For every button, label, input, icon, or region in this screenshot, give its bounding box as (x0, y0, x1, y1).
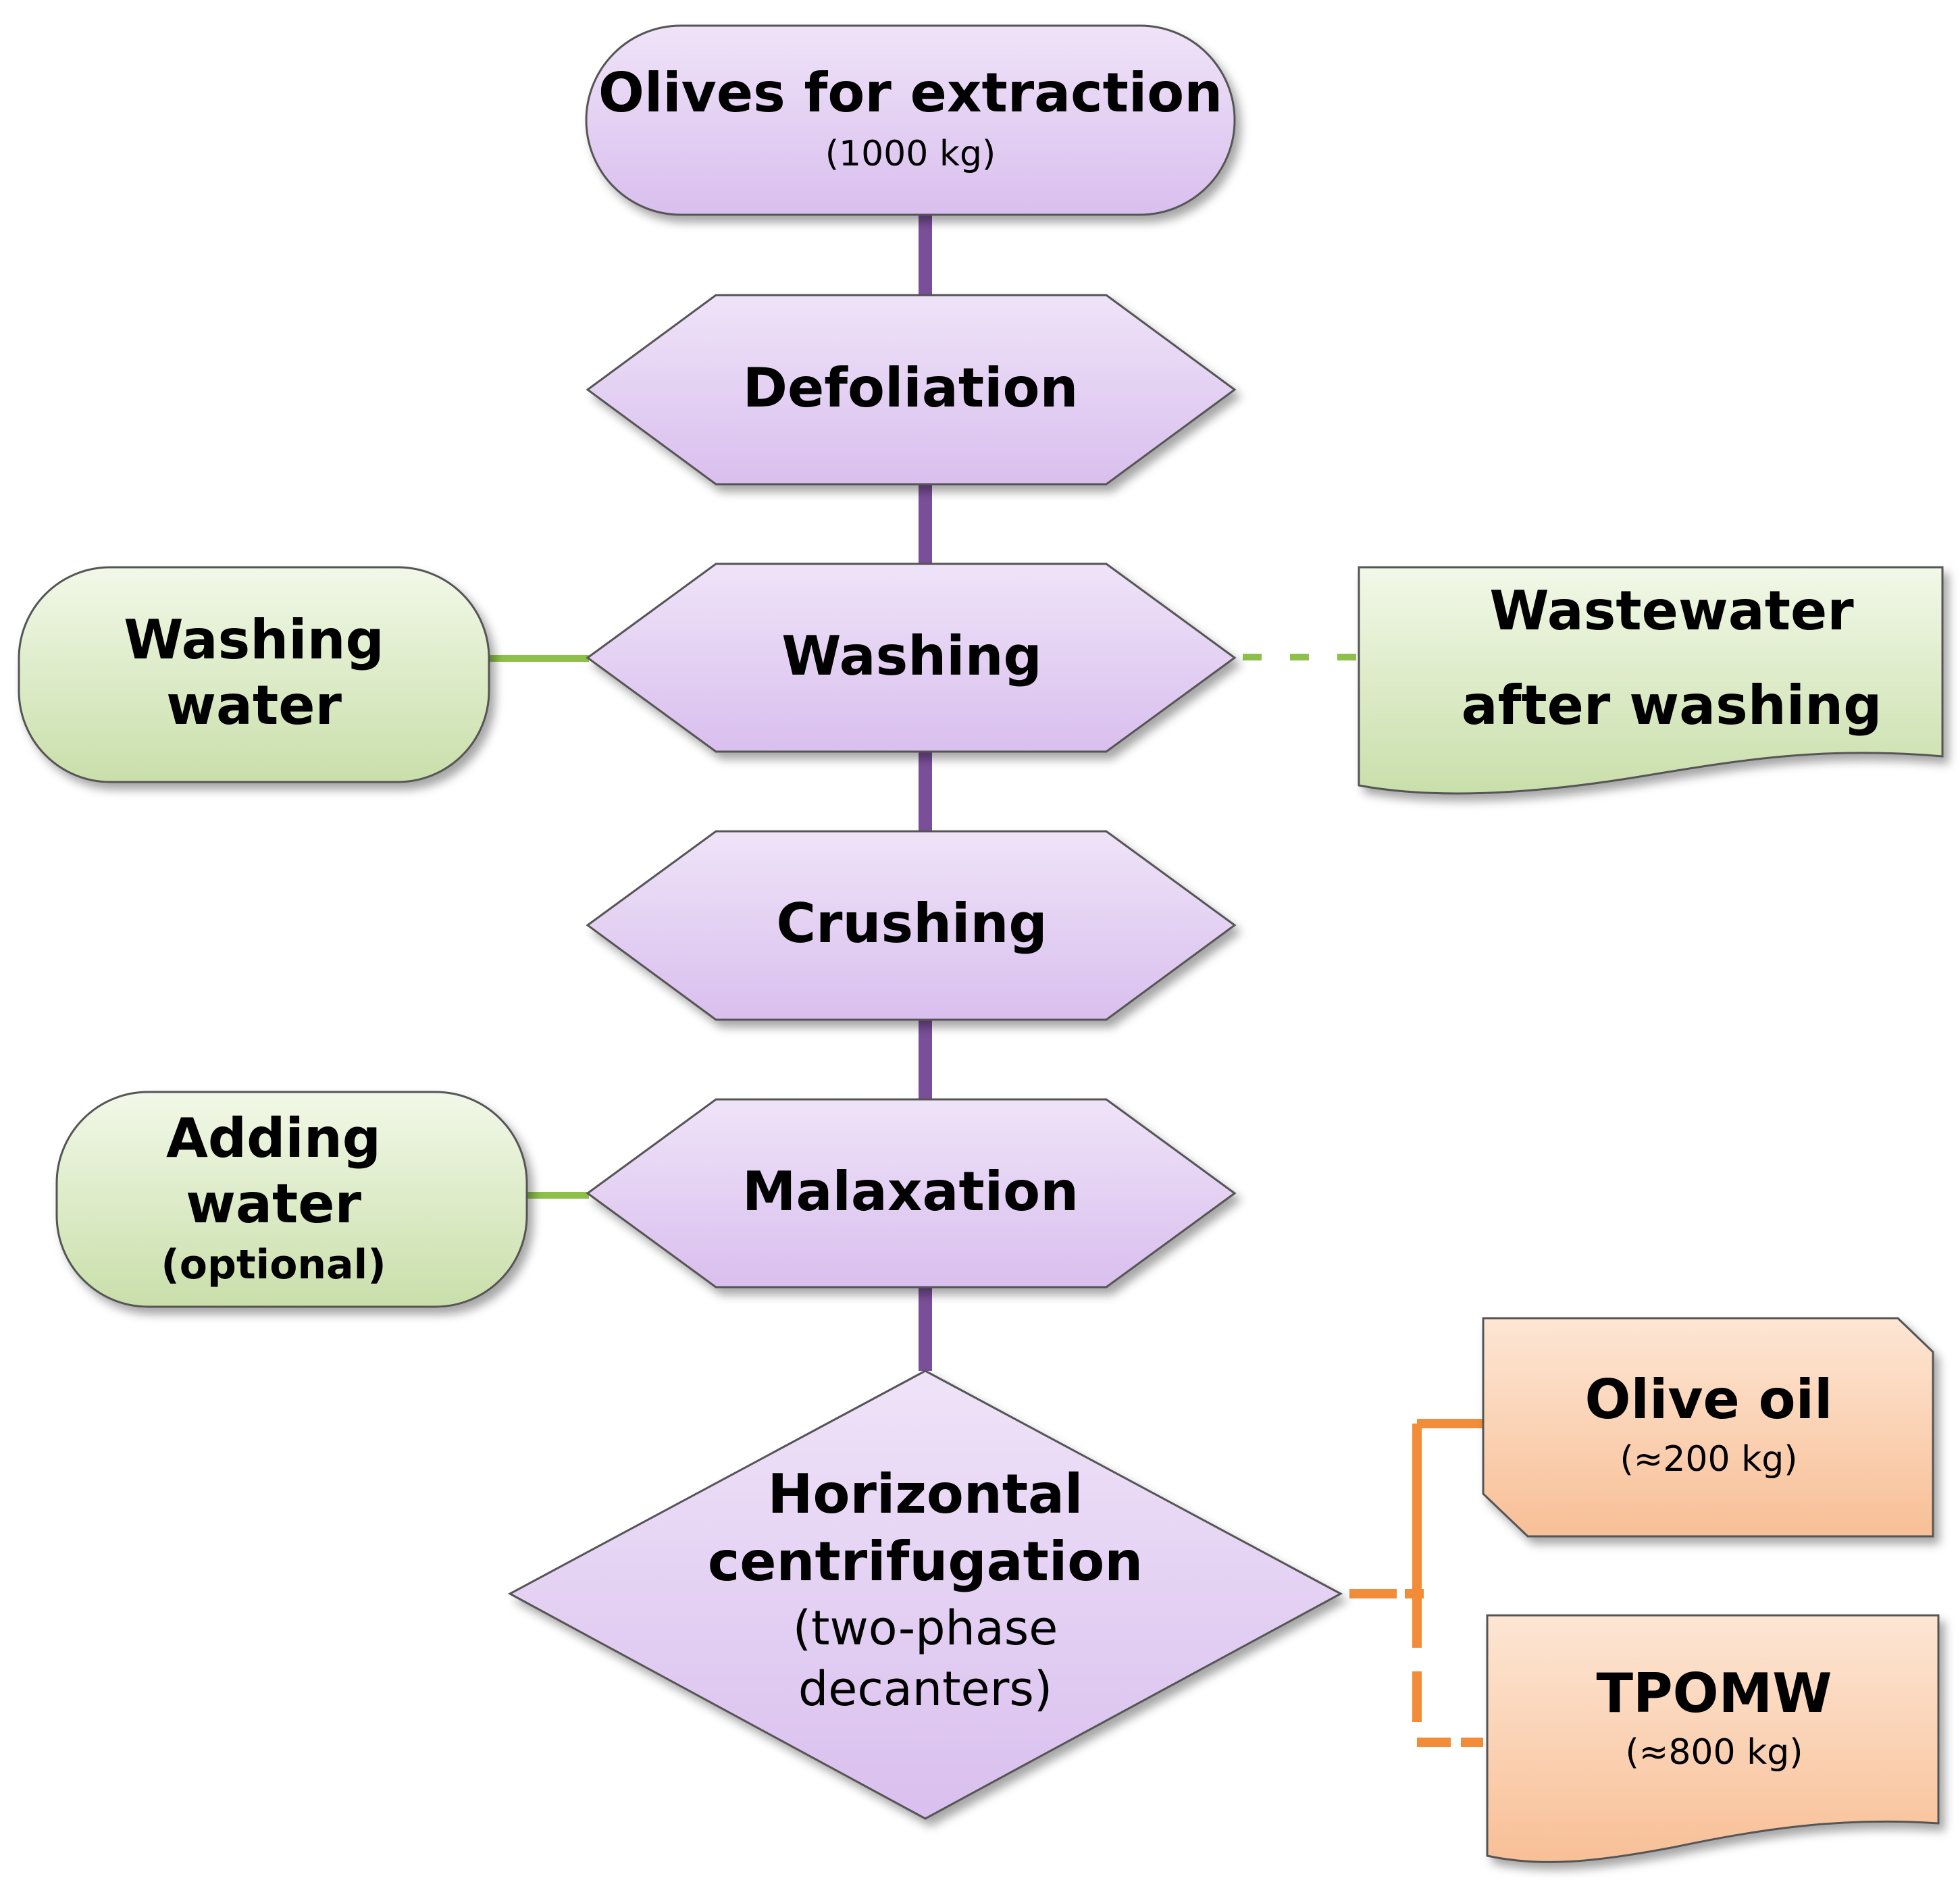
olives-sub: (1000 kg) (825, 134, 996, 174)
node-centrifugation: Horizontal centrifugation (two-phase dec… (507, 1370, 1343, 1820)
centrifugation-line1: Horizontal (768, 1463, 1083, 1526)
node-washing-water: Washing water (18, 566, 490, 783)
connector-outputs (1349, 1419, 1483, 1747)
connectors (489, 215, 1483, 1747)
olive-oil-sub: (≈200 kg) (1620, 1439, 1797, 1480)
node-crushing: Crushing (586, 830, 1237, 1021)
malaxation-title: Malaxation (742, 1160, 1079, 1223)
adding-water-line2: water (186, 1172, 361, 1235)
adding-water-line3: (optional) (161, 1241, 386, 1288)
wastewater-line2: after washing (1462, 674, 1882, 737)
olive-oil-title: Olive oil (1585, 1368, 1833, 1431)
centrifugation-line2: centrifugation (708, 1530, 1143, 1593)
washing-title: Washing (781, 625, 1042, 687)
olives-title: Olives for extraction (598, 61, 1222, 124)
node-tpomw: TPOMW (≈800 kg) (1486, 1614, 1940, 1863)
node-olive-oil: Olive oil (≈200 kg) (1482, 1317, 1934, 1538)
node-olives: Olives for extraction (1000 kg) (585, 24, 1236, 216)
centrifugation-line4: decanters) (798, 1661, 1052, 1717)
crushing-title: Crushing (776, 892, 1047, 955)
washing-water-line1: Washing (124, 608, 384, 671)
wastewater-line1: Wastewater (1489, 579, 1854, 642)
defoliation-title: Defoliation (743, 357, 1079, 419)
washing-water-line2: water (166, 674, 342, 737)
node-defoliation: Defoliation (586, 294, 1237, 486)
tpomw-sub: (≈800 kg) (1625, 1732, 1803, 1773)
node-malaxation: Malaxation (586, 1098, 1237, 1288)
adding-water-line1: Adding (166, 1107, 381, 1170)
node-adding-water: Adding water (optional) (55, 1091, 528, 1308)
centrifugation-line3: (two-phase (793, 1600, 1058, 1656)
node-washing: Washing (586, 563, 1237, 753)
node-wastewater: Wastewater after washing (1358, 566, 1944, 795)
tpomw-title: TPOMW (1596, 1662, 1832, 1725)
